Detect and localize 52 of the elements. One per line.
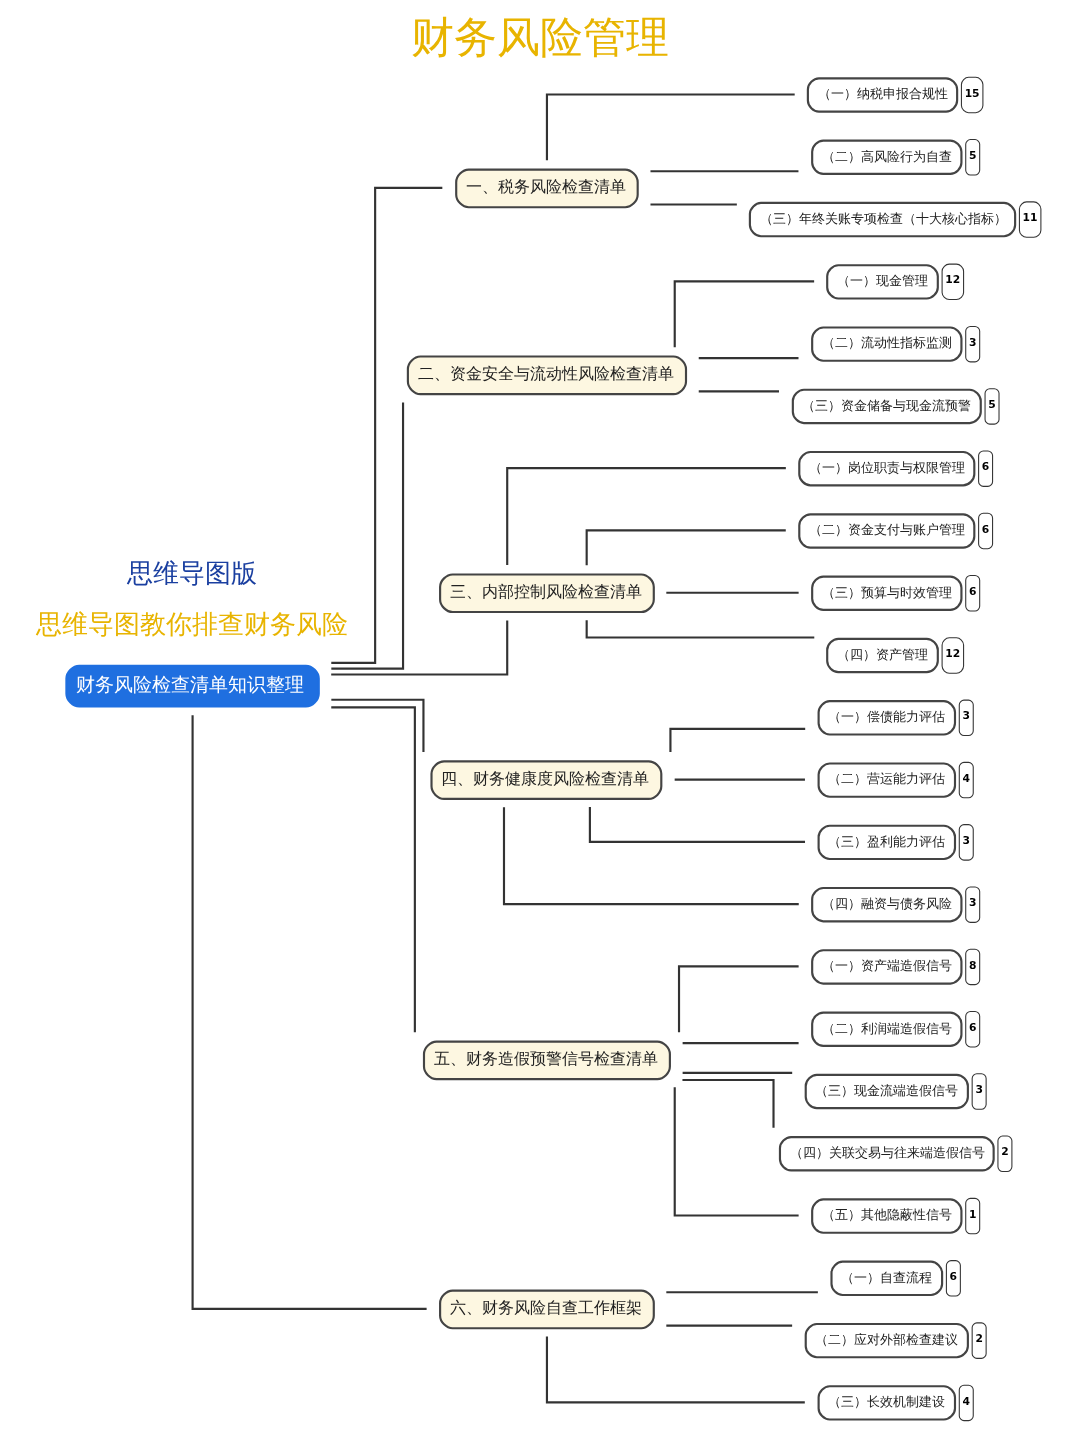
label: 思维导图教你排查财务风险 xyxy=(35,608,348,639)
connector xyxy=(665,1290,818,1293)
node-label: 2 xyxy=(1000,1144,1009,1158)
node-label: 8 xyxy=(968,958,976,972)
node-label: 1 xyxy=(968,1207,976,1221)
node-label: 4 xyxy=(962,771,970,785)
connector xyxy=(545,92,795,160)
node-label: 5 xyxy=(987,397,996,411)
connector xyxy=(665,1324,792,1327)
node-label: 6 xyxy=(968,584,976,598)
node-label: 12 xyxy=(944,272,960,286)
node-label: 6 xyxy=(949,1269,957,1283)
connector xyxy=(682,1071,792,1074)
connector xyxy=(505,466,786,565)
connector xyxy=(330,705,416,1032)
connector xyxy=(668,727,805,752)
connector xyxy=(677,964,799,1032)
connector xyxy=(191,714,427,1310)
connector xyxy=(588,806,805,843)
connector xyxy=(545,1335,805,1403)
connector xyxy=(650,169,798,172)
connector xyxy=(650,202,737,206)
node-label: 5 xyxy=(968,148,976,162)
node-label: 2 xyxy=(974,1331,983,1345)
node-label: 3 xyxy=(968,335,976,349)
connector xyxy=(585,528,786,565)
connector xyxy=(665,591,799,594)
connector xyxy=(682,1041,799,1044)
node-label: 12 xyxy=(944,646,960,660)
label: 思维导图版 xyxy=(126,557,257,588)
node-label: 3 xyxy=(974,1082,983,1096)
node-label: 15 xyxy=(964,86,980,100)
node-label: 4 xyxy=(962,1394,970,1408)
connector xyxy=(698,389,779,392)
connector xyxy=(673,279,814,347)
connector xyxy=(330,698,425,752)
connector xyxy=(673,1086,799,1217)
node-label: 3 xyxy=(968,895,976,909)
node-label: 6 xyxy=(981,522,989,536)
connector xyxy=(330,619,508,676)
node-label: 6 xyxy=(981,459,989,473)
diagram-title: 财务风险管理 xyxy=(411,11,669,62)
connector xyxy=(502,806,799,905)
node-label: 11 xyxy=(1022,210,1038,224)
node-label: 3 xyxy=(962,708,970,722)
node-label: 6 xyxy=(968,1020,976,1034)
connector xyxy=(698,356,798,359)
connector xyxy=(330,401,404,670)
connector xyxy=(330,186,442,664)
connector xyxy=(681,1078,775,1128)
connector xyxy=(674,778,805,781)
node-label: 3 xyxy=(962,833,970,847)
